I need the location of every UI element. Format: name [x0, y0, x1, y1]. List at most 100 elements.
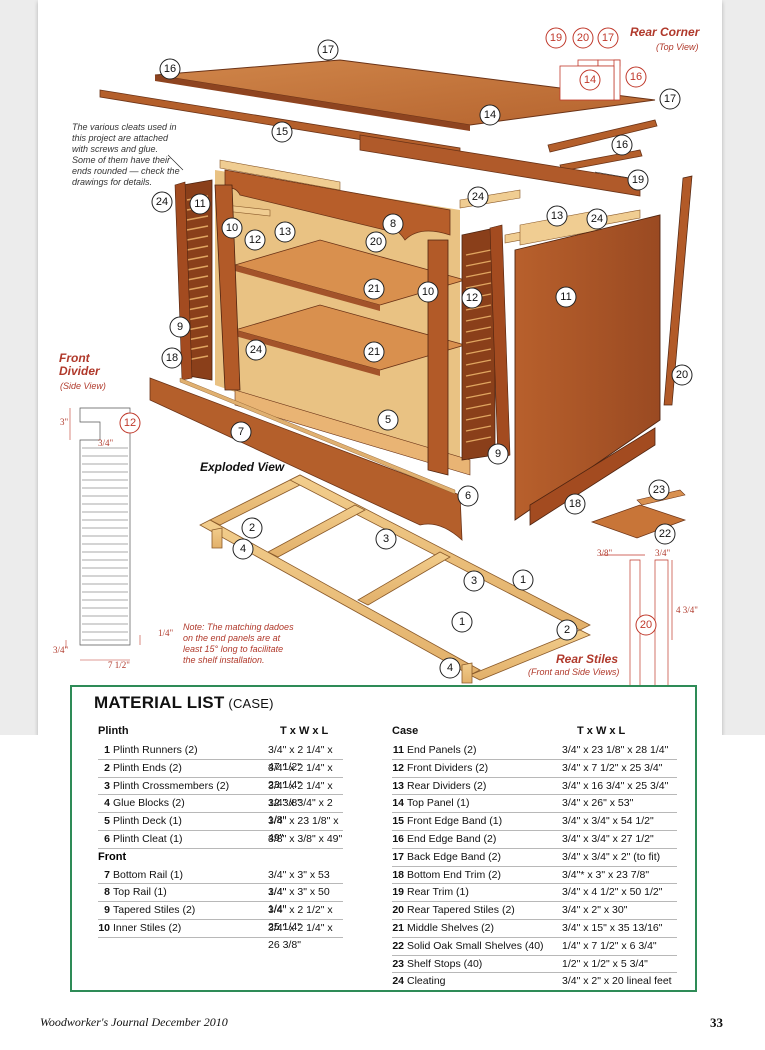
svg-text:14: 14 — [584, 74, 596, 86]
svg-text:18: 18 — [166, 352, 178, 364]
svg-text:6: 6 — [465, 490, 471, 502]
svg-text:17: 17 — [322, 44, 334, 56]
tapered-stile-right — [489, 224, 511, 461]
svg-text:12: 12 — [124, 417, 136, 429]
callout-19-red: 19 — [545, 27, 567, 49]
bottom-end-trim — [529, 427, 656, 526]
svg-text:15: 15 — [276, 126, 288, 138]
dim-7-half: 7 1/2" — [108, 660, 130, 670]
svg-text:10: 10 — [422, 286, 434, 298]
dim-1-4: 1/4" — [158, 628, 174, 638]
callout-12-red: 12 — [119, 412, 141, 434]
end-panel — [514, 214, 661, 521]
svg-text:16: 16 — [616, 139, 628, 151]
callout-8: 8 — [382, 213, 404, 235]
section-case: Case — [392, 725, 419, 737]
svg-text:22: 22 — [659, 528, 671, 540]
publication-footer: Woodworker's Journal December 2010 — [40, 1015, 228, 1029]
callout-24-c: 24 — [586, 208, 608, 230]
material-list-title: MATERIAL LIST(CASE) — [94, 693, 274, 713]
svg-text:3: 3 — [471, 575, 477, 587]
callout-2-a: 2 — [241, 517, 263, 539]
callout-11-b: 11 — [555, 286, 577, 308]
small-shelf — [590, 504, 687, 539]
callout-2-b: 2 — [556, 619, 578, 641]
callout-19: 19 — [627, 169, 649, 191]
dim-3-4-c: 3/4" — [655, 548, 671, 558]
callout-17-red: 17 — [597, 27, 619, 49]
callout-3-b: 3 — [463, 570, 485, 592]
callout-16-a: 16 — [159, 58, 181, 80]
rear-stiles-heading: Rear Stiles — [556, 652, 619, 666]
svg-text:4: 4 — [447, 662, 453, 674]
svg-text:4: 4 — [240, 543, 246, 555]
callout-21-a: 21 — [363, 278, 385, 300]
svg-text:19: 19 — [550, 32, 562, 44]
dim-3-4-b: 3/4" — [53, 645, 69, 655]
callout-4-b: 4 — [439, 657, 461, 679]
callout-18-b: 18 — [564, 493, 586, 515]
svg-text:17: 17 — [664, 93, 676, 105]
section-plinth: Plinth — [98, 725, 129, 737]
callout-24-a: 24 — [151, 191, 173, 213]
callout-10-b: 10 — [417, 281, 439, 303]
dim-4-3-4: 4 3/4" — [676, 605, 698, 615]
plinth-cleat — [179, 377, 456, 495]
callout-11-a: 11 — [189, 193, 211, 215]
callout-20-a: 20 — [365, 231, 387, 253]
svg-text:3: 3 — [383, 533, 389, 545]
material-list-subtitle: (CASE) — [228, 696, 274, 711]
callout-13-b: 13 — [274, 221, 296, 243]
callout-6: 6 — [457, 485, 479, 507]
rear-stiles-subheading: (Front and Side Views) — [528, 667, 620, 677]
front-divider-heading: Front Divider — [59, 351, 100, 378]
exploded-view-label: Exploded View — [200, 460, 285, 474]
dadoes-note: Note: The matching dadoes on the end pan… — [183, 622, 294, 665]
callout-22: 22 — [654, 523, 676, 545]
svg-text:24: 24 — [250, 344, 262, 356]
callout-10-a: 10 — [221, 217, 243, 239]
callout-13-a: 13 — [546, 205, 568, 227]
svg-text:5: 5 — [385, 414, 391, 426]
svg-text:20: 20 — [577, 32, 589, 44]
inner-stile-right — [427, 239, 449, 476]
svg-text:9: 9 — [495, 448, 501, 460]
callout-17-b: 17 — [659, 88, 681, 110]
dims-header-left: T x W x L — [280, 725, 329, 737]
svg-text:9: 9 — [177, 321, 183, 333]
callout-4-a: 4 — [232, 538, 254, 560]
page-number: 33 — [710, 1015, 723, 1030]
svg-text:11: 11 — [560, 291, 571, 303]
plinth-deck — [234, 389, 471, 476]
svg-text:13: 13 — [551, 210, 563, 222]
svg-text:24: 24 — [472, 191, 484, 203]
callout-14-red: 14 — [579, 69, 601, 91]
right-divider-slats — [465, 249, 492, 443]
svg-text:14: 14 — [484, 109, 496, 121]
svg-text:8: 8 — [390, 218, 396, 230]
callout-9-a: 9 — [169, 316, 191, 338]
callout-20-red-b: 20 — [635, 614, 657, 636]
svg-text:19: 19 — [632, 174, 644, 186]
svg-text:7: 7 — [238, 426, 244, 438]
callout-7: 7 — [230, 421, 252, 443]
callout-14: 14 — [479, 104, 501, 126]
callout-20-b: 20 — [671, 364, 693, 386]
svg-text:2: 2 — [564, 624, 570, 636]
